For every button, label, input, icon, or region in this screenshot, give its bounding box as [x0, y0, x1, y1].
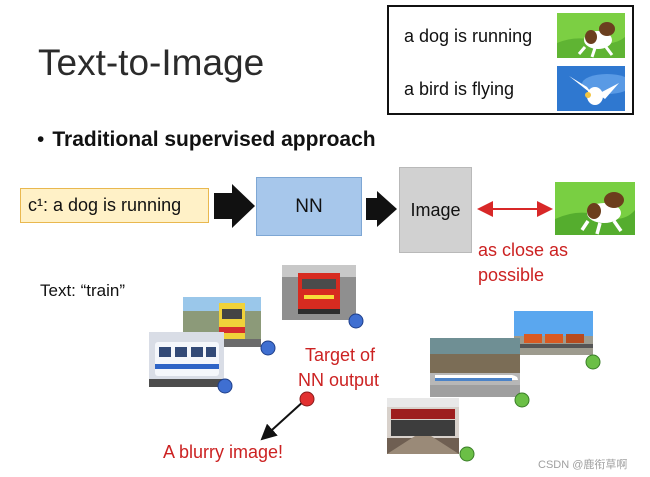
comparison-note-line2: possible — [478, 265, 545, 285]
freight-train-photo — [514, 311, 593, 355]
red-average-dot — [299, 391, 315, 407]
passenger-train-photo-svg — [149, 332, 224, 387]
comparison-note-line1: as close as — [478, 240, 569, 260]
passenger-train-photo — [149, 332, 224, 387]
example-caption-dog: a dog is running — [404, 26, 533, 46]
bird-flying-photo-svg — [557, 66, 625, 111]
arrow-nn-to-image — [366, 191, 397, 227]
high-speed-train-photo — [430, 338, 520, 397]
bullet-dot: • — [37, 128, 45, 151]
dog-running-photo — [557, 13, 625, 58]
text-train-label: Text: “train” — [40, 281, 126, 300]
freight-train-photo-svg — [514, 311, 593, 355]
arrow-input-to-nn — [214, 184, 255, 228]
input-text-box: c¹: a dog is running — [20, 188, 209, 223]
bullet-traditional-approach: • Traditional supervised approach — [37, 128, 376, 152]
target-label-line1: Target of — [305, 345, 376, 365]
target-label-line2: NN output — [298, 370, 380, 390]
nn-box: NN — [256, 177, 362, 236]
generated-image-box: Image — [399, 167, 472, 253]
dog-running-photo-svg — [557, 13, 625, 58]
target-dog-photo — [555, 182, 635, 235]
green-target-dot-3 — [459, 446, 475, 462]
slide-title: Text-to-Image — [38, 42, 265, 83]
red-locomotive-photo — [282, 265, 356, 320]
train-station-photo-svg — [387, 398, 459, 454]
red-locomotive-photo-svg — [282, 265, 356, 320]
bullet-text: Traditional supervised approach — [52, 128, 376, 151]
green-target-dot-1 — [585, 354, 601, 370]
bird-flying-photo — [557, 66, 625, 111]
train-station-photo — [387, 398, 459, 454]
high-speed-train-photo-svg — [430, 338, 520, 397]
watermark: CSDN @鹿衔草啊 — [538, 459, 628, 471]
target-dog-photo-svg — [555, 182, 635, 235]
example-caption-bird: a bird is flying — [404, 79, 515, 99]
example-caption-box: a dog is running a bird is flying — [387, 5, 634, 115]
blue-target-dot-2 — [260, 340, 276, 356]
blurry-arrow — [260, 399, 306, 441]
blurry-image-label: A blurry image! — [163, 442, 284, 462]
